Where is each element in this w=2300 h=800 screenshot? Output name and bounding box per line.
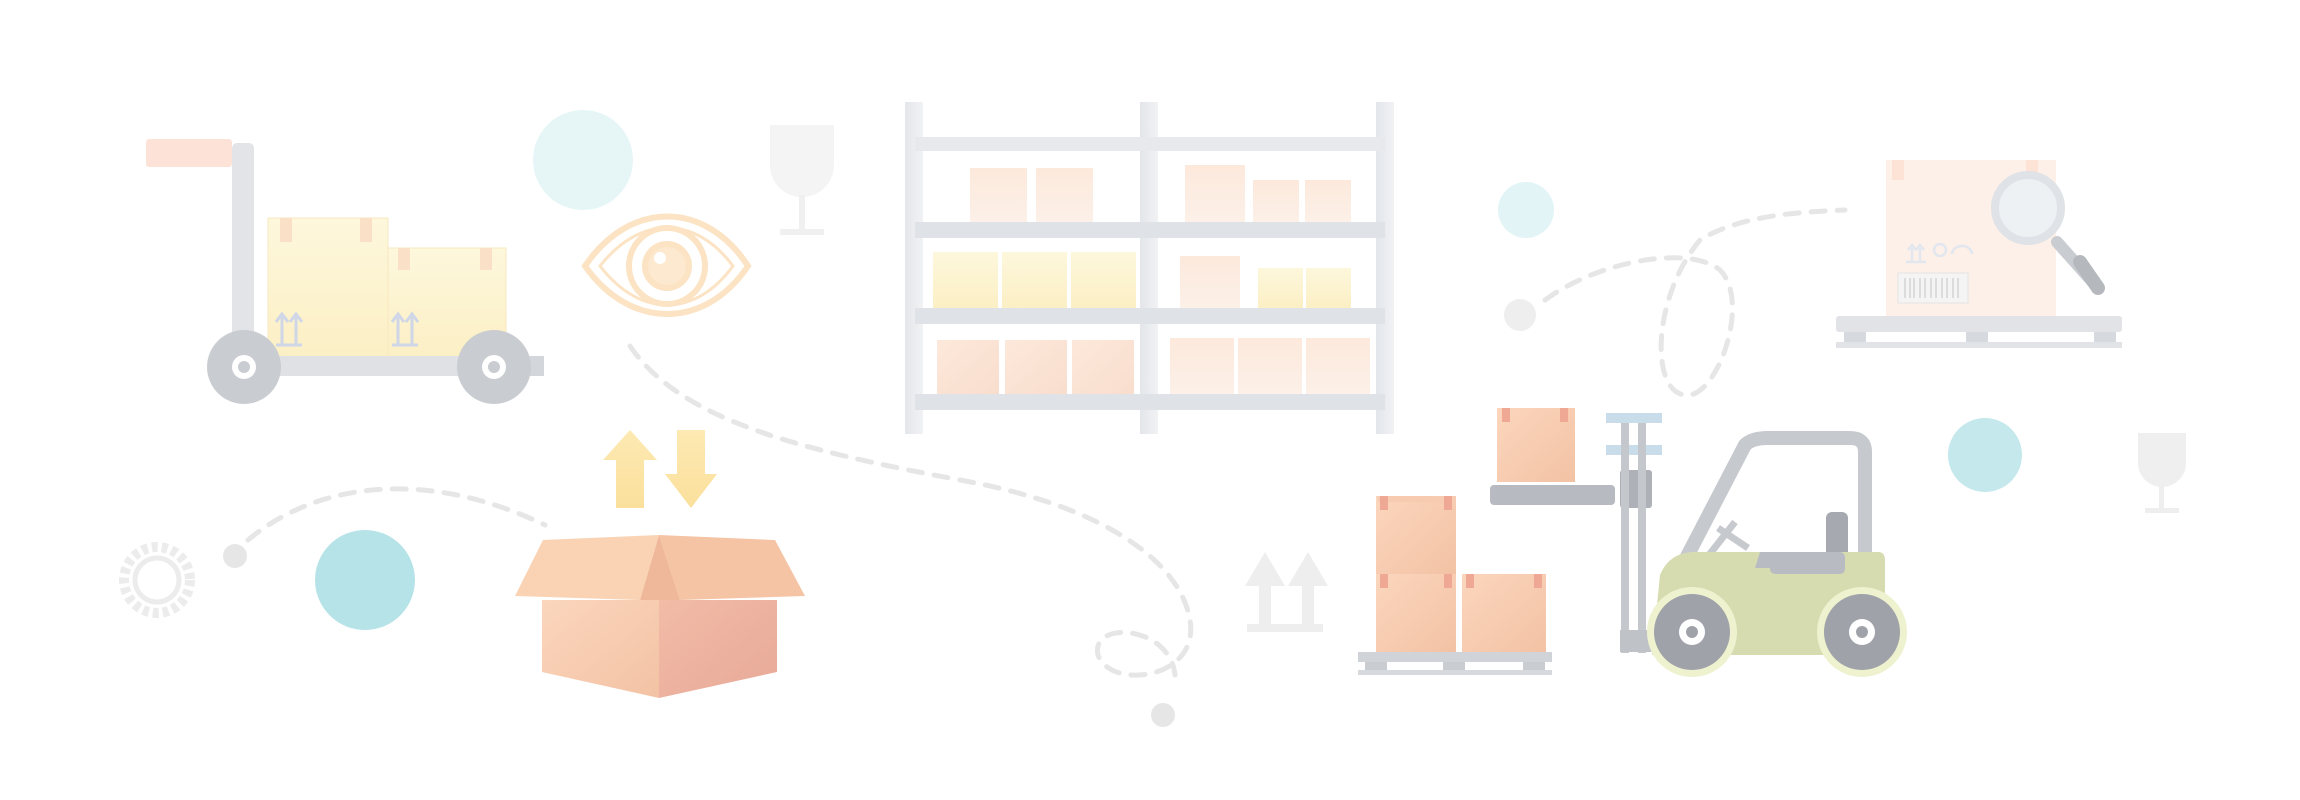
decor-dot	[223, 544, 247, 568]
shelf-box	[1305, 180, 1351, 222]
shelf-box	[1258, 268, 1303, 308]
shelf-box	[1002, 252, 1067, 308]
shelf-box	[970, 168, 1027, 222]
decor-dot	[1151, 703, 1175, 727]
inspection-box-icon	[1836, 160, 2122, 348]
shelf-box	[1180, 256, 1240, 308]
shelf-box	[1072, 340, 1134, 394]
warehouse-shelf-icon	[905, 102, 1394, 434]
shelf-box	[1071, 252, 1136, 308]
decor-circle	[1948, 418, 2022, 492]
shelf-box	[1185, 165, 1245, 222]
shelf-box	[1306, 268, 1351, 308]
shelf-box	[1253, 180, 1299, 222]
shelf-box	[1238, 338, 1302, 394]
magnifier-icon	[1991, 171, 2105, 295]
dashed-route	[245, 207, 1848, 678]
eye-icon	[581, 213, 752, 317]
hand-truck-frame	[232, 143, 254, 373]
hand-truck-handle	[146, 139, 232, 167]
decor-circle	[315, 530, 415, 630]
decor-circle	[1498, 182, 1554, 238]
wine-glass-icon	[2138, 433, 2186, 513]
shelf-box	[1005, 340, 1067, 394]
shelf-box	[1036, 168, 1093, 222]
this-side-up-mark	[274, 311, 420, 347]
this-side-up-icon	[1245, 552, 1328, 632]
hand-truck-icon	[146, 139, 544, 404]
barcode-icon	[1904, 278, 1959, 298]
decor-circle	[533, 110, 633, 210]
shelf-box	[937, 340, 999, 394]
wine-glass-icon	[770, 125, 834, 235]
hand-truck-wheel-right	[457, 330, 531, 404]
shelf-box	[933, 252, 998, 308]
shelf-box	[1170, 338, 1234, 394]
pallet-boxes-icon	[1358, 496, 1552, 675]
up-down-arrows-icon	[603, 430, 717, 508]
hand-truck-wheel-left	[207, 330, 281, 404]
forklift-icon	[1490, 408, 1907, 677]
decor-dot	[1504, 299, 1536, 331]
gear-icon	[119, 542, 195, 618]
shelf-box	[1306, 338, 1370, 394]
open-box-icon	[515, 535, 805, 698]
